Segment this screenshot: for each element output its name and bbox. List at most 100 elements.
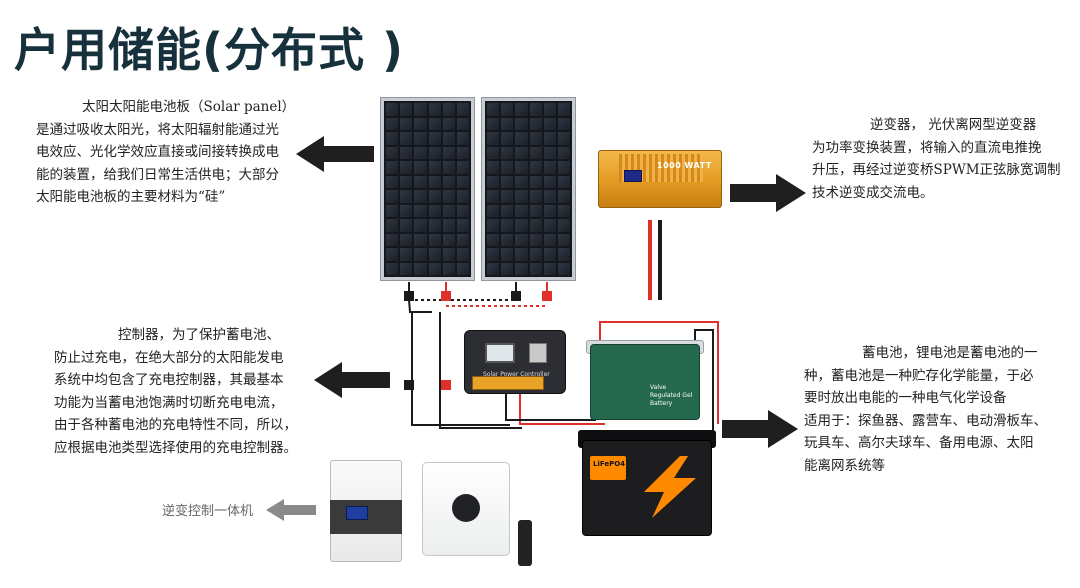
solar-cell (487, 132, 500, 145)
solar-cell (428, 262, 441, 275)
solar-cell (557, 175, 570, 188)
solar-cell (487, 262, 500, 275)
solar-cell (456, 117, 469, 130)
solar-cell (515, 103, 528, 116)
wire-ctrl-battery-red (519, 394, 605, 425)
solar-cell (414, 248, 427, 261)
solar-cell (529, 132, 542, 145)
solar-cell (557, 146, 570, 159)
solar-cell (428, 204, 441, 217)
arrow-left-controller-icon (314, 362, 390, 398)
solar-cell (414, 219, 427, 232)
solar-cell (428, 117, 441, 130)
solar-cell (557, 233, 570, 246)
solar-cell (442, 132, 455, 145)
solar-cell (487, 233, 500, 246)
solar-cell (501, 204, 514, 217)
solar-cell (515, 175, 528, 188)
solar-cell (414, 103, 427, 116)
solar-cell (428, 161, 441, 174)
solar-cell (414, 233, 427, 246)
solar-cell (386, 248, 399, 261)
solar-cell (414, 117, 427, 130)
arrow-right-inverter-icon (730, 174, 806, 212)
solar-cell (400, 219, 413, 232)
solar-cell (386, 233, 399, 246)
solar-cell (428, 175, 441, 188)
solar-cell (442, 175, 455, 188)
solar-cell (386, 219, 399, 232)
solar-cell (557, 103, 570, 116)
solar-cell (515, 190, 528, 203)
solar-cell (386, 132, 399, 145)
solar-cell (414, 204, 427, 217)
solar-cell (456, 175, 469, 188)
solar-line: 是通过吸收太阳光，将太阳辐射能通过光 (36, 121, 279, 138)
controller-line: 防止过充电，在绝大部分的太阳能发电 (54, 349, 284, 366)
solar-cell (386, 117, 399, 130)
wire-gel-red (599, 321, 719, 424)
arrow-left-solar-icon (296, 136, 374, 172)
solar-cell (515, 248, 528, 261)
gel-battery-device (590, 344, 700, 420)
solar-cell (386, 146, 399, 159)
solar-cell (442, 161, 455, 174)
solar-cell (456, 219, 469, 232)
solar-cell (487, 219, 500, 232)
lightning-icon (644, 456, 696, 518)
solar-cell (456, 132, 469, 145)
solar-cell (501, 219, 514, 232)
solar-cell (529, 117, 542, 130)
solar-cell (400, 248, 413, 261)
solar-cell (400, 161, 413, 174)
solar-cell (515, 262, 528, 275)
inverter-device-label: 1000 WATT (657, 161, 712, 170)
solar-cell (428, 219, 441, 232)
gel-battery-label: Valve Regulated Gel Battery (650, 384, 693, 407)
solar-cell (543, 204, 556, 217)
solar-cell (543, 132, 556, 145)
solar-cell (501, 262, 514, 275)
controller-line: 由于各种蓄电池的充电特性不同，所以， (54, 417, 297, 433)
solar-cell (557, 204, 570, 217)
solar-cell (529, 175, 542, 188)
solar-cell (414, 132, 427, 145)
solar-cell (501, 248, 514, 261)
solar-cell (442, 233, 455, 246)
solar-cell (543, 103, 556, 116)
solar-cell (487, 161, 500, 174)
solar-cell (487, 146, 500, 159)
solar-cell (442, 190, 455, 203)
solar-cell (543, 175, 556, 188)
solar-cell (428, 146, 441, 159)
solar-cell (442, 262, 455, 275)
solar-cell (456, 233, 469, 246)
solar-cell (529, 204, 542, 217)
solar-cell (414, 146, 427, 159)
solar-cell (487, 248, 500, 261)
solar-cell (557, 190, 570, 203)
solar-cell (414, 161, 427, 174)
solar-cell (543, 248, 556, 261)
solar-cell (543, 219, 556, 232)
solar-cell (400, 132, 413, 145)
solar-cell (557, 117, 570, 130)
solar-cell (515, 161, 528, 174)
battery-line: 能离网系统等 (804, 457, 885, 474)
solar-cell (543, 233, 556, 246)
controller-description: 控制器，为了保护蓄电池、 防止过充电，在绝大部分的太阳能发电 系统中均包含了充电… (54, 324, 308, 459)
inverter-line: 技术逆变成交流电。 (812, 184, 934, 201)
solar-cell (400, 175, 413, 188)
solar-cell (400, 262, 413, 275)
solar-cell (414, 175, 427, 188)
inverter-line: 为功率变换装置，将输入的直流电推挽 (812, 139, 1042, 156)
solar-panel-cells (485, 101, 572, 277)
battery-line: 种，蓄电池是一种贮存化学能量，于必 (804, 367, 1034, 384)
battery-line: 蓄电池，锂电池是蓄电池的一 (862, 345, 1038, 361)
page-title: 户用储能(分布式 ) (14, 23, 405, 77)
solar-cell (456, 204, 469, 217)
solar-line: 电效应、光化学效应直接或间接转换成电 (36, 144, 279, 160)
solar-cell (400, 233, 413, 246)
solar-cell (515, 132, 528, 145)
